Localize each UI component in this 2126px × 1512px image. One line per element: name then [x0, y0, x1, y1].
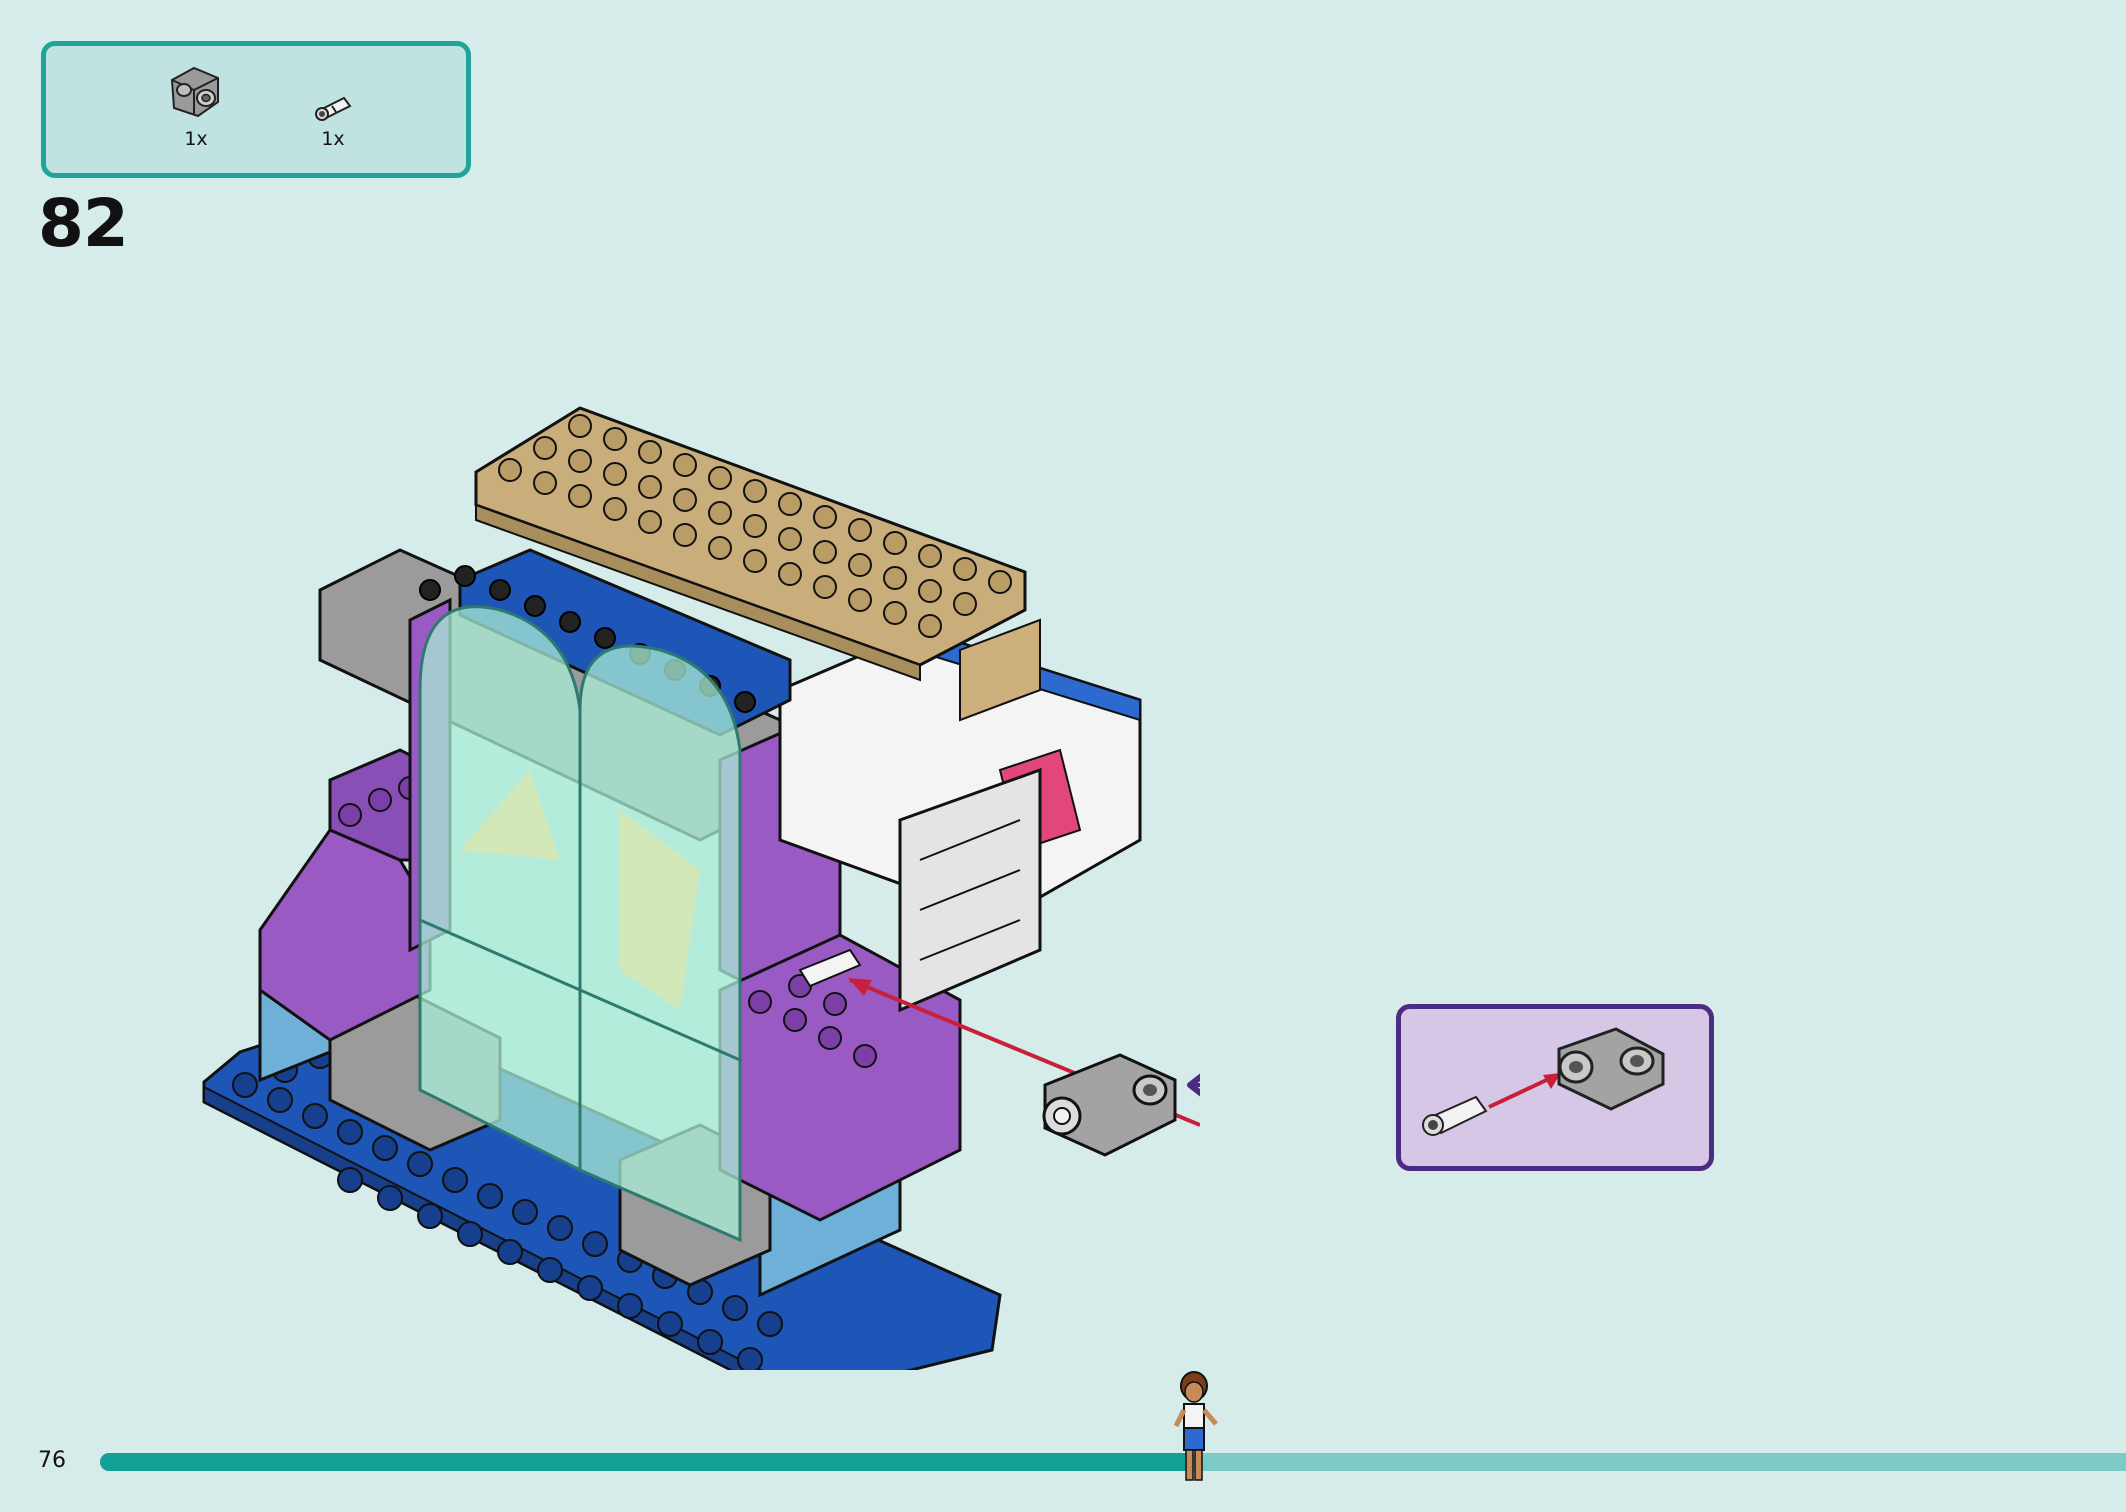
parts-list-box: 1x 1x: [41, 41, 471, 178]
technic-pin-connector-icon: [170, 66, 219, 118]
part-quantity: 1x: [321, 128, 345, 150]
step-number: 82: [38, 185, 129, 262]
progress-bar-fill: [100, 1453, 1195, 1471]
sub-assembly-callout: [1396, 1004, 1714, 1171]
minifigure-progress-marker-icon: [1173, 1371, 1218, 1481]
progress-bar: [100, 1453, 2126, 1471]
technic-axle-pin-icon: [315, 96, 352, 121]
part-quantity: 1x: [184, 128, 208, 150]
parts-list-item: 1x: [156, 62, 236, 150]
technic-pin-connector-icon: [1557, 1027, 1665, 1111]
pin-connector-part: [1042, 1053, 1177, 1157]
technic-axle-pin-icon: [1422, 1095, 1488, 1136]
sub-assembly-illustration: [1422, 1027, 1665, 1136]
build-model-illustration: [202, 406, 1200, 1370]
page-number: 76: [38, 1448, 66, 1473]
parts-list-item: 1x: [293, 90, 373, 150]
